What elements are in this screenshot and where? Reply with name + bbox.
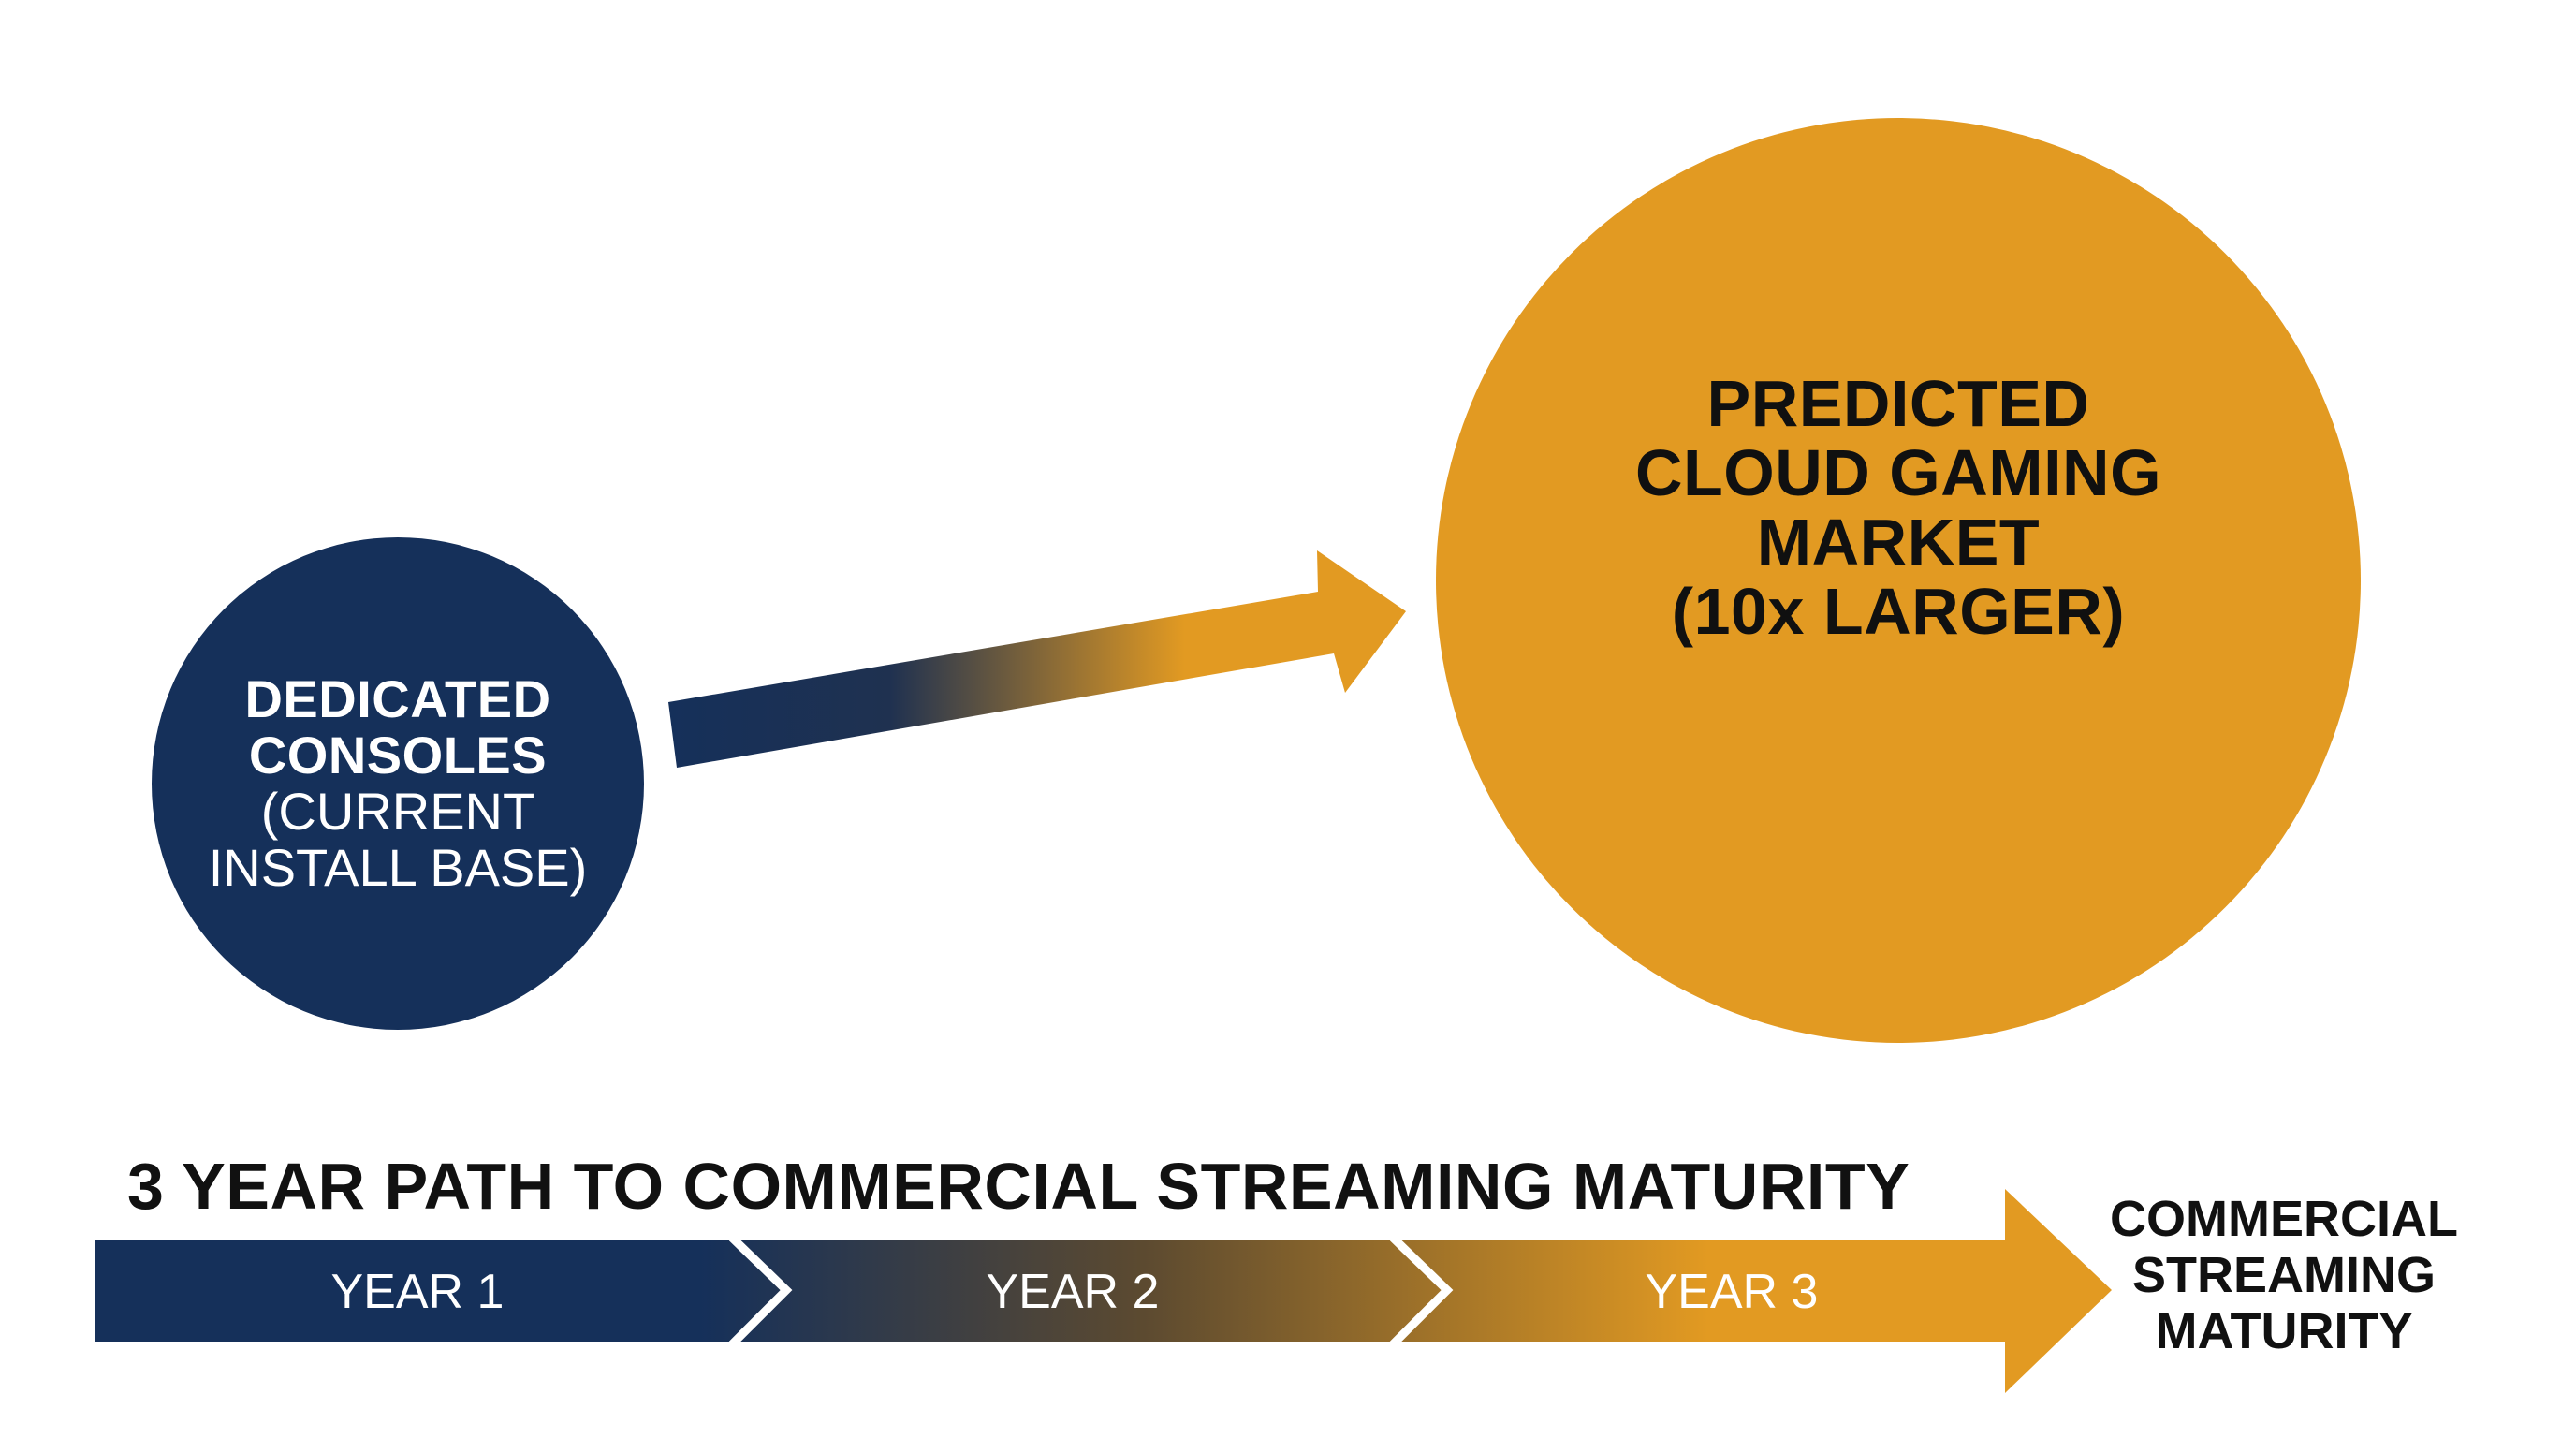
market-label: MARKET (1756, 506, 2041, 579)
year-3-label: YEAR 3 (1645, 1265, 1819, 1319)
dedicated-consoles-circle: DEDICATED CONSOLES (CURRENT INSTALL BASE… (152, 537, 644, 1030)
consoles-label: CONSOLES (248, 726, 548, 785)
year-2-label: YEAR 2 (986, 1265, 1160, 1319)
year-1-label: YEAR 1 (330, 1265, 505, 1319)
commercial-streaming-maturity-label: COMMERCIAL STREAMING MATURITY (2078, 1191, 2490, 1359)
end-label-line1: COMMERCIAL (2110, 1191, 2458, 1247)
predicted-label: PREDICTED (1706, 367, 2090, 440)
timeline-arrow (95, 1189, 2112, 1393)
dedicated-label: DEDICATED (244, 669, 551, 728)
larger-label: (10x LARGER) (1671, 575, 2126, 648)
chevron-divider-2 (1389, 1234, 1454, 1348)
timeline-arrow-shape (95, 1189, 2112, 1393)
end-label-line2: STREAMING (2132, 1247, 2436, 1303)
install-base-label: INSTALL BASE) (208, 838, 588, 897)
timeline-title: 3 YEAR PATH TO COMMERCIAL STREAMING MATU… (127, 1150, 1910, 1223)
end-label-line3: MATURITY (2155, 1303, 2413, 1359)
cloud-gaming-market-circle: PREDICTED CLOUD GAMING MARKET (10x LARGE… (1436, 118, 2361, 1043)
chevron-divider-1 (728, 1234, 793, 1348)
current-label: (CURRENT (260, 782, 535, 841)
growth-arrow (668, 550, 1406, 768)
growth-arrow-shape (668, 550, 1406, 768)
cloud-gaming-label: CLOUD GAMING (1634, 436, 2162, 509)
